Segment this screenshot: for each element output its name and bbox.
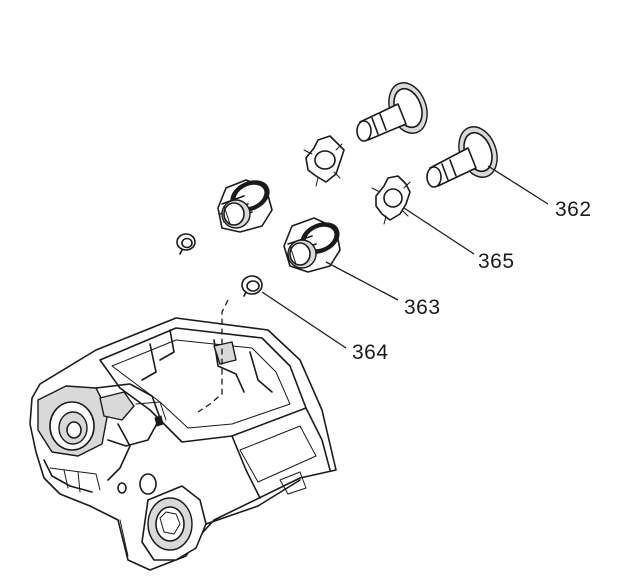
alignment-line [197, 299, 229, 413]
guide-pin-362 [426, 126, 498, 188]
leader-364 [261, 291, 347, 349]
callout-363-label: 363 [404, 296, 441, 319]
clip-plate-365 [371, 175, 411, 225]
clip-plate-upper [303, 135, 345, 187]
leader-365 [403, 207, 475, 255]
retaining-ring-upper [176, 233, 196, 255]
callout-362-label: 362 [555, 198, 592, 221]
callout-364-label: 364 [352, 341, 389, 364]
boot-upper [217, 179, 273, 233]
boot-363 [283, 217, 341, 273]
leader-362 [487, 165, 549, 205]
leader-363 [325, 261, 399, 301]
callout-365-label: 365 [478, 250, 515, 273]
retaining-ring-364 [241, 275, 263, 297]
caliper-housing [29, 317, 337, 571]
guide-pin-upper [356, 82, 428, 142]
